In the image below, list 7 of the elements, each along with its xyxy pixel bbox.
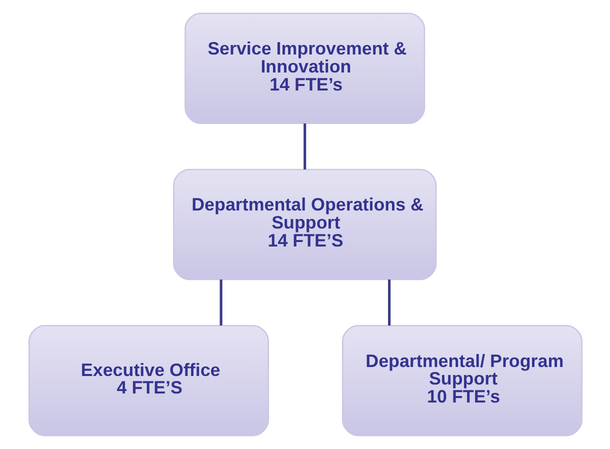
- node-box: Departmental Operations & Support 14 FTE’S: [172, 168, 436, 280]
- node-box: Departmental/ Program Support 10 FTE’s: [341, 324, 582, 436]
- node-box: Service Improvement & Innovation 14 FTE’s: [184, 12, 425, 124]
- connector: [303, 123, 306, 170]
- connector: [219, 280, 222, 326]
- connector: [388, 280, 390, 326]
- node-box: Executive Office 4 FTE’S: [28, 324, 269, 436]
